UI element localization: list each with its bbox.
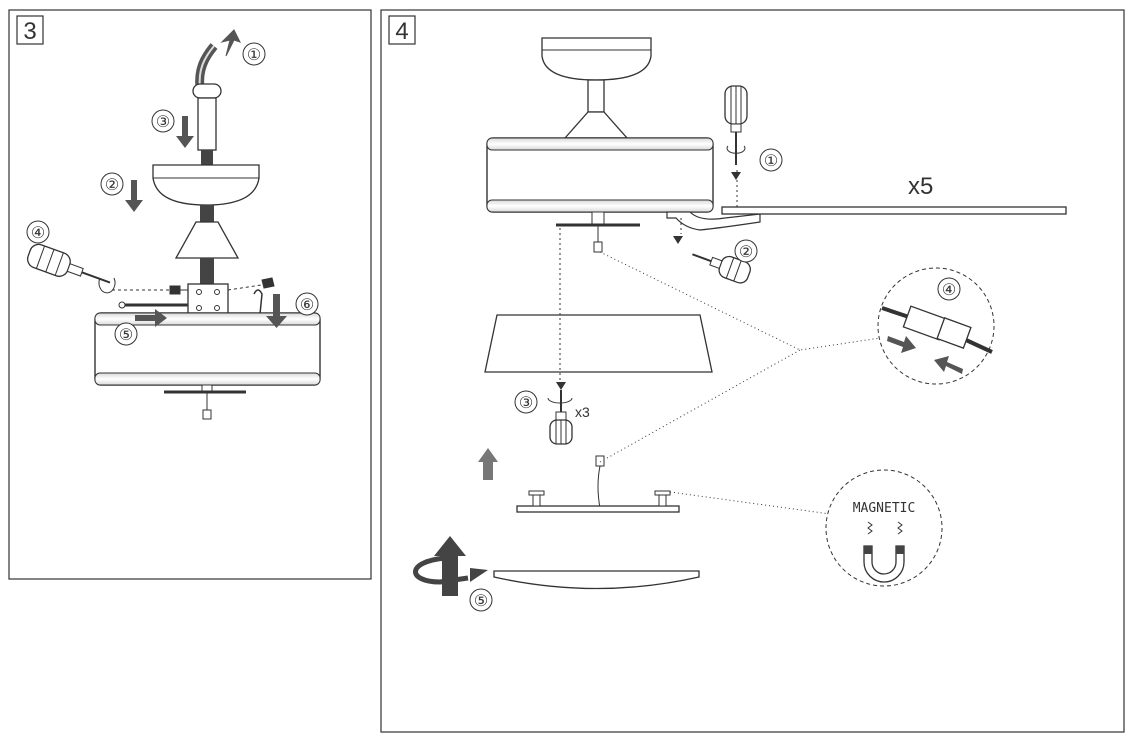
- blade-count-label: x5: [908, 173, 933, 200]
- up-arrow-icon: [220, 29, 241, 57]
- callout-5: ⑤: [119, 327, 133, 344]
- rotate-arrow-icon: [98, 277, 116, 294]
- right-arrow-icon: [135, 309, 167, 327]
- cotter-pin-icon: [253, 289, 263, 315]
- callout-3: ③: [519, 395, 533, 412]
- light-shade: [484, 314, 713, 373]
- down-arrow-icon: [266, 294, 287, 328]
- fan-blade: [721, 206, 1067, 215]
- panel-4-frame: [380, 9, 1125, 733]
- panel-3: 3: [8, 9, 372, 580]
- rotate-arrow-icon: [726, 145, 746, 154]
- screw-count-label: x3: [575, 404, 590, 420]
- callout-5: ⑤: [474, 593, 488, 610]
- callout-1: ①: [764, 153, 778, 170]
- callout-4: ④: [31, 225, 45, 242]
- screw-right-icon: [261, 277, 275, 289]
- screwdriver-icon: [724, 85, 748, 180]
- callout-6: ⑥: [300, 297, 314, 314]
- push-arrow-icon: [887, 336, 916, 353]
- panel-4: 4 x5: [380, 9, 1125, 733]
- callout-3: ③: [156, 114, 170, 131]
- magnetic-detail-circle: [825, 469, 943, 587]
- push-arrow-icon: [934, 356, 963, 374]
- callout-4: ④: [942, 282, 956, 299]
- blade-arm: [666, 211, 761, 231]
- rotate-arrow-icon: [547, 397, 573, 404]
- canopy: [152, 164, 260, 206]
- up-arrow-icon: [478, 448, 498, 480]
- callout-2: ②: [105, 177, 119, 194]
- callout-1: ①: [247, 47, 261, 64]
- panel-3-step-box: [16, 15, 44, 45]
- panel-3-step-number: 3: [23, 18, 36, 45]
- light-kit-plate: [516, 505, 680, 513]
- rotate-lift-icon: [413, 555, 469, 585]
- down-arrow-icon: [176, 116, 194, 148]
- callout-2: ②: [739, 244, 753, 261]
- panel-4-step-number: 4: [395, 18, 408, 45]
- coupling-cover: [174, 221, 240, 259]
- downrod-wire: [201, 150, 213, 166]
- screwdriver-icon: [26, 243, 111, 284]
- downrod: [587, 79, 605, 113]
- mounting-bracket: [187, 283, 229, 317]
- screw-left-icon: [169, 285, 188, 295]
- down-arrow-icon: [125, 180, 143, 212]
- glass-bowl: [493, 570, 700, 590]
- downrod: [197, 97, 217, 151]
- canopy: [541, 37, 652, 81]
- magnetic-label: MAGNETIC: [853, 501, 916, 516]
- screwdriver-icon: [549, 411, 573, 445]
- panel-4-step-box: [388, 15, 416, 45]
- connector-plug: [202, 409, 212, 420]
- downrod-ball: [192, 83, 222, 99]
- panel-3-frame: [8, 9, 372, 580]
